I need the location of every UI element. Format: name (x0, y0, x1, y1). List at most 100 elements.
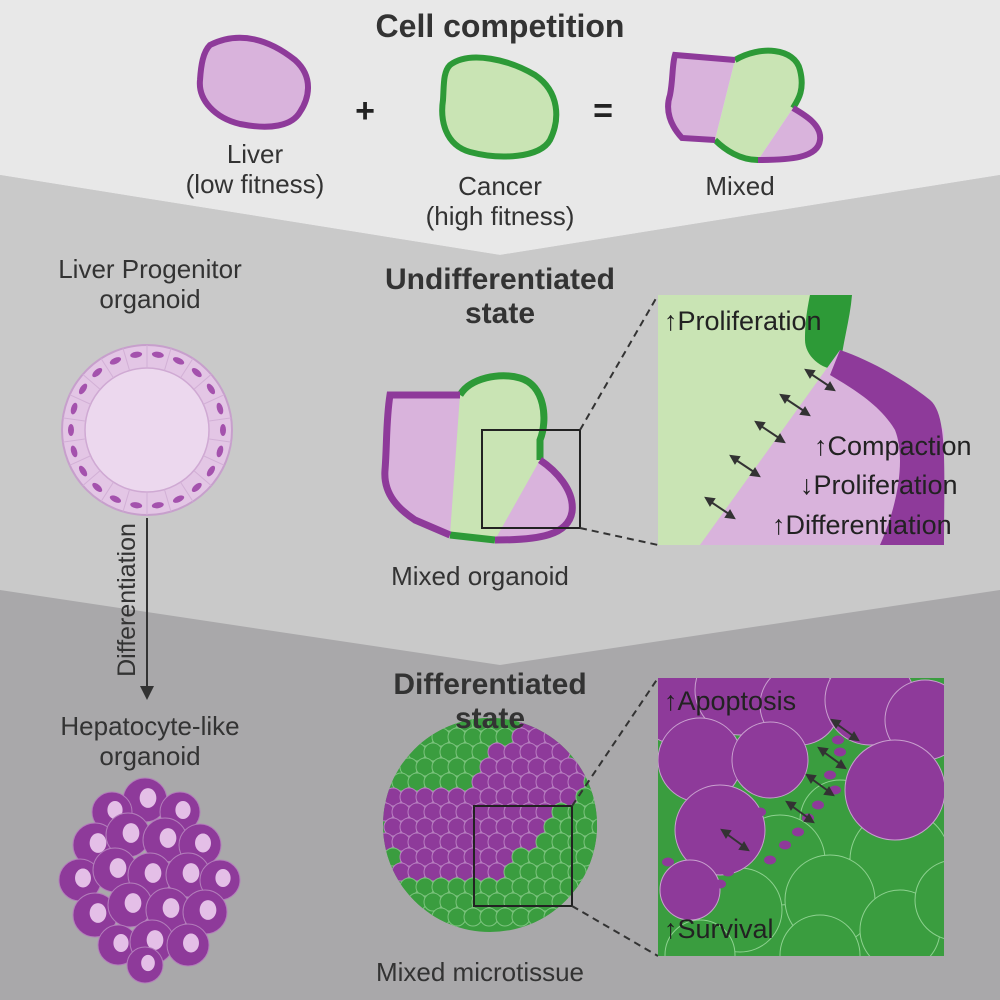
progenitor-cell-border (122, 348, 131, 371)
undifferentiated-title-line1: Undifferentiated (384, 263, 615, 296)
double-arrow-icon (720, 828, 750, 852)
double-arrow-icon (830, 718, 860, 742)
differentiated-title-line1: Differentiated (393, 668, 587, 701)
progenitor-nucleus (109, 357, 122, 365)
liver-label: Liver (226, 139, 284, 169)
apoptotic-fragment (834, 747, 846, 757)
up-arrow-icon: ↑ (664, 686, 678, 716)
liver-cell (659, 859, 721, 921)
progenitor-nucleus (191, 482, 202, 492)
apoptotic-fragment (662, 857, 674, 867)
proliferation-up-label: ↑Proliferation (664, 306, 822, 336)
cancer-cell (914, 861, 944, 939)
progenitor-organoid (61, 344, 233, 516)
progenitor-nucleus (191, 368, 202, 378)
cancer-cell (511, 907, 531, 927)
progenitor-nucleus (172, 357, 185, 365)
apoptotic-fragment (792, 827, 804, 837)
hepatocyte-label-line2: organoid (99, 741, 201, 771)
hepatocyte-nucleus (124, 893, 142, 913)
progenitor-cell-border (122, 489, 131, 512)
progenitor-cell-border (208, 417, 232, 422)
liver-cell (731, 721, 809, 799)
progenitor-cell-border (82, 373, 101, 390)
survival-up-label: ↑Survival (664, 914, 774, 944)
hepatocyte-nucleus (162, 898, 180, 918)
progenitor-label-line2: organoid (99, 284, 201, 314)
zoom-panel-undifferentiated (658, 295, 945, 545)
apoptotic-fragment (824, 770, 836, 780)
progenitor-nucleus (68, 424, 74, 436)
hepatocyte-nucleus (122, 823, 140, 843)
hepatocyte-nucleus (159, 828, 177, 848)
plus-sign: + (355, 92, 375, 130)
apoptotic-fragment (812, 800, 824, 810)
hepatocyte-nucleus (89, 833, 107, 853)
double-arrow-icon (785, 800, 815, 824)
differentiated-title-line2: state (454, 702, 526, 735)
mixed-cell-shape (665, 47, 824, 163)
apoptotic-fragment (832, 735, 844, 745)
hepatocyte-nucleus (175, 801, 191, 819)
hepatocyte-nucleus (183, 933, 199, 953)
up-arrow-icon: ↑ (664, 914, 678, 944)
cancer-cell (779, 914, 861, 956)
apoptotic-fragment (839, 713, 851, 723)
title-cell-competition: Cell competition (375, 8, 625, 44)
hepatocyte-nucleus (75, 868, 91, 888)
apoptotic-fragment (849, 725, 861, 735)
hepatocyte-label-line1: Hepatocyte-like (60, 711, 240, 741)
differentiation-arrow-label: Differentiation (113, 523, 141, 677)
progenitor-nucleus (78, 465, 88, 477)
progenitor-nucleus (70, 445, 78, 458)
progenitor-cell-border (62, 417, 86, 422)
progenitor-nucleus (216, 402, 224, 415)
progenitor-cell-border (208, 438, 232, 443)
cancer-cell (479, 907, 499, 927)
liver-cell-shape (196, 34, 311, 130)
apoptotic-fragment (779, 840, 791, 850)
progenitor-cell-border (163, 348, 172, 371)
progenitor-nucleus (130, 351, 143, 358)
differentiation-arrow (140, 518, 154, 700)
apoptotic-fragment (670, 869, 682, 879)
up-arrow-icon: ↑ (772, 510, 786, 540)
progenitor-nucleus (92, 482, 103, 492)
proliferation-down-label: ↓Proliferation (800, 470, 958, 500)
zoom-box-differentiated (473, 805, 573, 907)
compaction-up-label: ↑Compaction (814, 431, 972, 461)
mixed-organoid-shape (381, 372, 576, 544)
progenitor-nucleus (220, 424, 226, 436)
hepatocyte-nucleus (182, 863, 200, 883)
differentiation-up-label: ↑Differentiation (772, 510, 952, 540)
cancer-cell-shape (439, 54, 560, 160)
cancer-label: Cancer (458, 171, 542, 201)
hepatocyte-nucleus (199, 900, 217, 920)
double-arrow-icon (804, 368, 836, 392)
cancer-cell (463, 907, 483, 927)
progenitor-cell-border (100, 358, 114, 379)
double-arrow-icon (729, 454, 761, 478)
hepatocyte-nucleus (109, 858, 127, 878)
progenitor-nucleus (78, 383, 88, 395)
progenitor-nucleus (206, 383, 216, 395)
progenitor-nucleus (151, 351, 164, 358)
progenitor-cell-border (82, 470, 101, 487)
progenitor-cell-border (180, 358, 194, 379)
hepatocyte-organoid (58, 777, 241, 984)
double-arrow-icon (754, 420, 786, 444)
apoptotic-fragment (714, 879, 726, 889)
apoptotic-fragment (746, 821, 758, 831)
cancer-cell (583, 802, 597, 822)
apoptosis-up-label: ↑Apoptosis (664, 686, 797, 716)
up-arrow-icon: ↑ (814, 431, 828, 461)
progenitor-nucleus (92, 368, 103, 378)
cancer-cell (495, 907, 515, 927)
hepatocyte-nucleus (146, 930, 164, 950)
mixed-organoid-caption: Mixed organoid (391, 561, 569, 591)
zoom-panel-differentiated (658, 678, 944, 956)
cancer-cell (591, 817, 597, 837)
progenitor-cell-border (100, 481, 114, 502)
